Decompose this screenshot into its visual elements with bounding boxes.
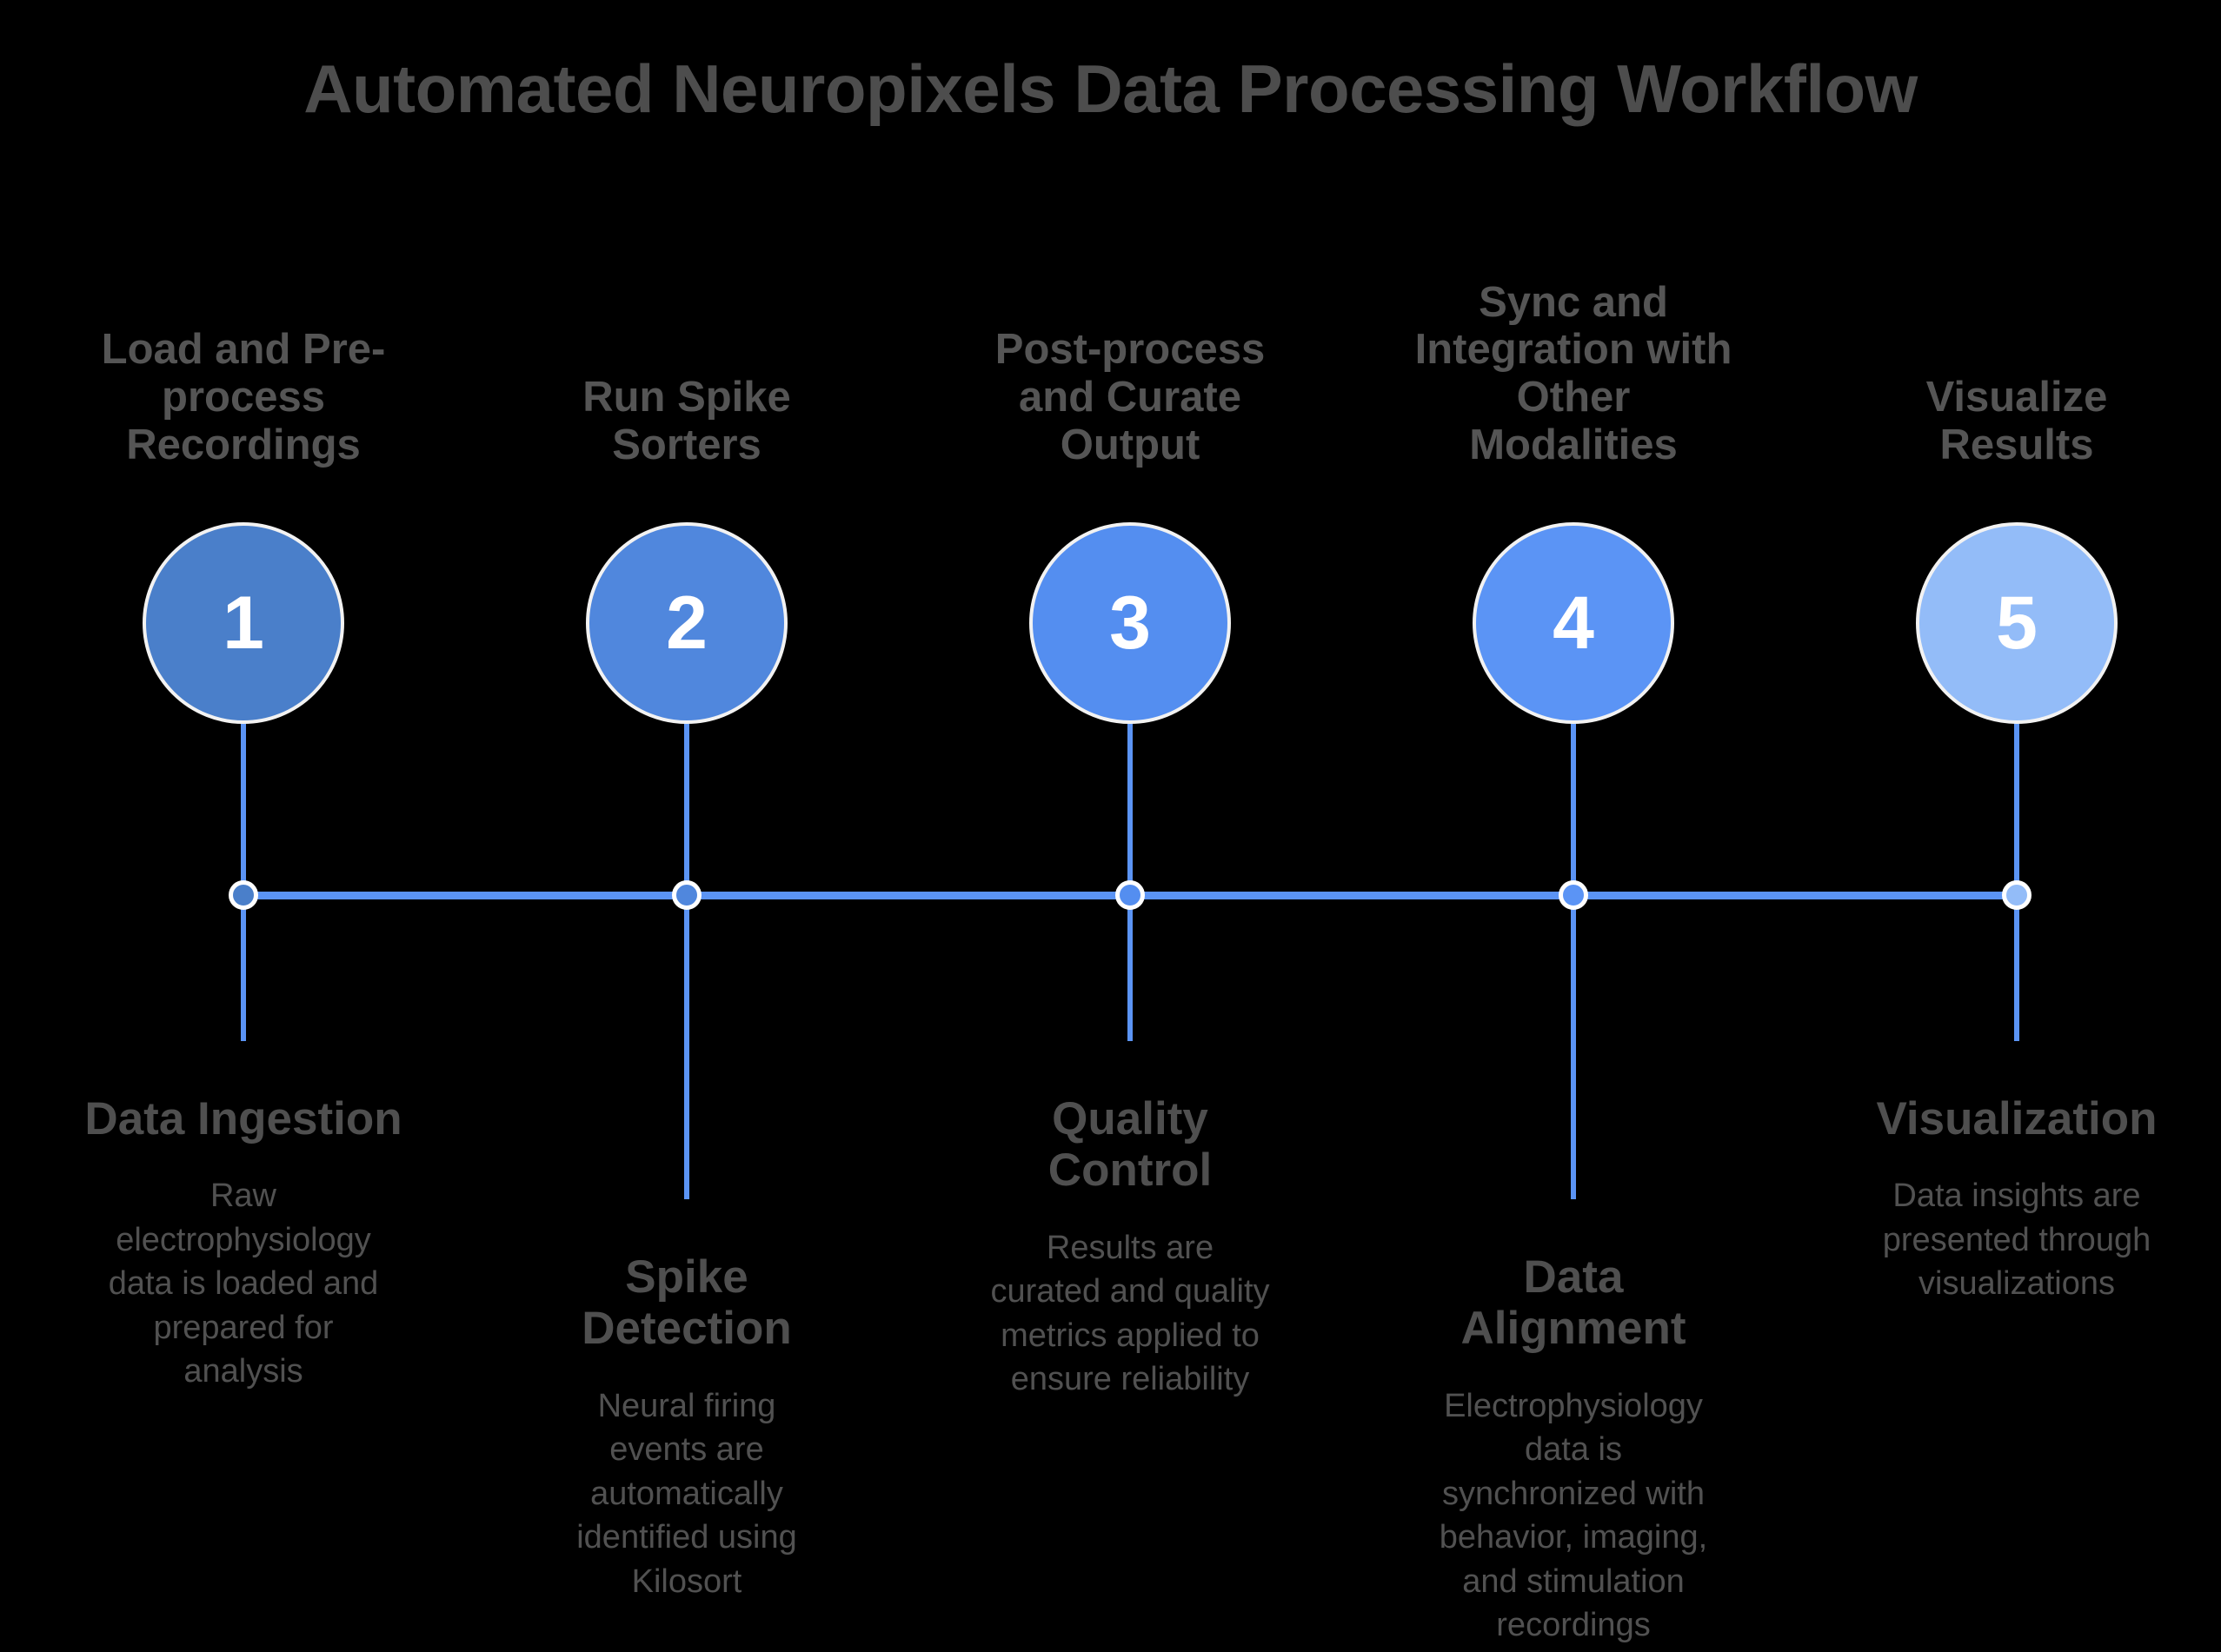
step-detail-title: Quality Control <box>1047 1093 1213 1197</box>
step-column: Load and Pre-process Recordings 1 Data I… <box>83 0 404 1652</box>
step-detail-title: Data Alignment <box>1460 1251 1686 1355</box>
step-connector-upper <box>241 720 246 895</box>
step-circle[interactable]: 4 <box>1473 522 1674 724</box>
step-connector-lower <box>1571 895 1576 1199</box>
timeline-node-dot[interactable] <box>2002 880 2031 910</box>
step-detail: Data Ingestion Raw electrophysiology dat… <box>83 1093 404 1394</box>
step-circle[interactable]: 5 <box>1916 522 2118 724</box>
step-column: Post-process and Curate Output 3 Quality… <box>969 0 1291 1652</box>
step-detail-title: Spike Detection <box>582 1251 792 1355</box>
step-detail: Spike Detection Neural firing events are… <box>526 1251 848 1603</box>
timeline-node-dot[interactable] <box>1115 880 1145 910</box>
step-connector-lower <box>684 895 689 1199</box>
step-connector-upper <box>2014 720 2019 895</box>
step-circle[interactable]: 2 <box>586 522 788 724</box>
step-detail-title: Visualization <box>1876 1093 2158 1144</box>
step-circle[interactable]: 1 <box>143 522 344 724</box>
timeline-node-dot[interactable] <box>1559 880 1588 910</box>
step-detail: Data Alignment Electrophysiology data is… <box>1413 1251 1734 1648</box>
step-detail: Quality Control Results are curated and … <box>969 1093 1291 1402</box>
step-connector-lower <box>241 895 246 1041</box>
step-connector-lower <box>2014 895 2019 1041</box>
step-connector-upper <box>684 720 689 895</box>
step-caption: Run Spike Sorters <box>582 374 791 469</box>
step-detail: Visualization Data insights are presente… <box>1856 1093 2178 1306</box>
step-caption: Sync and Integration with Other Modaliti… <box>1414 278 1732 469</box>
step-circle[interactable]: 3 <box>1029 522 1231 724</box>
step-connector-upper <box>1571 720 1576 895</box>
step-detail-body: Results are curated and quality metrics … <box>990 1229 1270 1398</box>
timeline-node-dot[interactable] <box>229 880 258 910</box>
page-title: Automated Neuropixels Data Processing Wo… <box>303 50 1918 127</box>
step-detail-body: Raw electrophysiology data is loaded and… <box>108 1178 379 1390</box>
step-column: Run Spike Sorters 2 Spike Detection Neur… <box>526 0 848 1652</box>
step-caption: Visualize Results <box>1925 374 2108 469</box>
step-detail-body: Data insights are presented through visu… <box>1882 1178 2151 1303</box>
step-caption: Post-process and Curate Output <box>994 326 1266 469</box>
step-detail-title: Data Ingestion <box>84 1093 402 1144</box>
step-connector-lower <box>1127 895 1133 1041</box>
step-column: Sync and Integration with Other Modaliti… <box>1413 0 1734 1652</box>
timeline-node-dot[interactable] <box>672 880 702 910</box>
step-connector-upper <box>1127 720 1133 895</box>
step-detail-body: Electrophysiology data is synchronized w… <box>1439 1387 1708 1644</box>
step-caption: Load and Pre-process Recordings <box>101 326 386 469</box>
step-column: Visualize Results 5 Visualization Data i… <box>1856 0 2178 1652</box>
step-detail-body: Neural firing events are automatically i… <box>576 1387 797 1600</box>
